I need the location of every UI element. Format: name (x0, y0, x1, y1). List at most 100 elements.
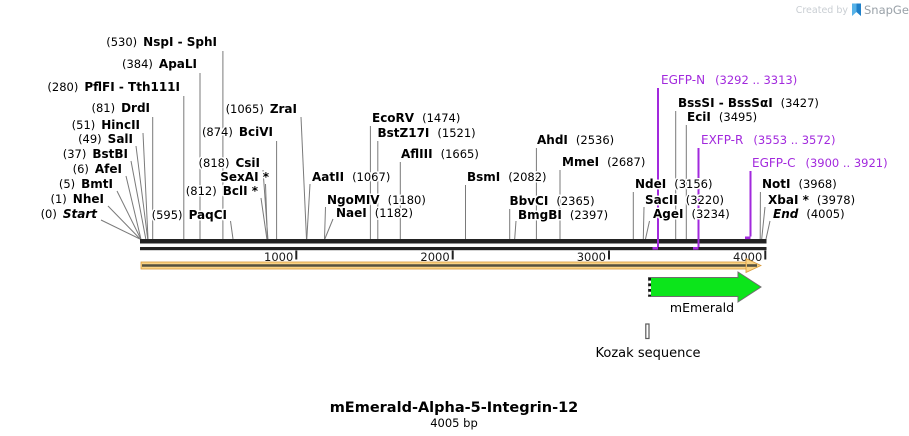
site-position: (3968) (799, 177, 837, 191)
enzyme-site-label[interactable]: (0)Start (39, 206, 100, 223)
site-name: BmgBI (518, 208, 562, 222)
enzyme-site-label[interactable]: XbaI *(3978) (767, 192, 857, 209)
site-position: (818) (199, 156, 230, 170)
enzyme-site-label[interactable]: (384)ApaLI (120, 56, 198, 73)
site-position: (595) (152, 208, 183, 222)
enzyme-site-label[interactable]: BstZ17I(1521) (376, 125, 477, 142)
site-name: ZraI (270, 102, 297, 116)
kozak-label[interactable]: Kozak sequence (596, 346, 701, 361)
enzyme-leader-line (130, 160, 147, 240)
feature-label-mEmerald[interactable]: mEmerald (670, 300, 734, 315)
site-position: (1182) (375, 206, 413, 220)
primer-label[interactable]: EGFP-C(3900 .. 3921) (751, 155, 890, 172)
enzyme-site-label[interactable]: SexAI * (219, 169, 271, 186)
enzyme-site-label[interactable]: (595)PaqCI (150, 207, 228, 224)
enzyme-site-label[interactable]: (812)BclI * (184, 183, 260, 200)
watermark-created-by: Created by (796, 5, 849, 16)
enzyme-site-label[interactable]: NgoMIV(1180) (326, 192, 428, 209)
enzyme-site-label[interactable]: AhdI(2536) (536, 132, 616, 149)
site-name: EcoRV (372, 111, 415, 125)
primer-label[interactable]: EGFP-N(3292 .. 3313) (660, 72, 799, 89)
enzyme-site-label[interactable]: SacII(3220) (644, 192, 726, 209)
site-position: (1) (51, 192, 67, 206)
ruler-tick-label: 4000 (733, 250, 762, 264)
site-name: NotI (762, 177, 791, 191)
enzyme-site-label[interactable]: (5)BmtI (57, 176, 114, 193)
sequence-bar[interactable] (140, 239, 767, 251)
gene-feature-arrow-mEmerald[interactable] (648, 271, 762, 303)
primer-lines (652, 88, 752, 250)
enzyme-site-label[interactable]: (280)PflFI - Tth111I (46, 79, 182, 96)
enzyme-site-label[interactable]: (49)SalI (77, 131, 135, 148)
site-position: (1067) (352, 170, 390, 184)
site-position: (530) (106, 35, 137, 49)
site-name: SexAI * (220, 170, 269, 184)
site-name: NaeI (336, 206, 367, 220)
enzyme-site-label[interactable]: AflIII(1665) (400, 146, 481, 163)
site-name: BbvCI (510, 194, 549, 208)
site-name: End (773, 207, 799, 221)
enzyme-leader-line (262, 169, 269, 240)
site-position: (384) (122, 57, 153, 71)
site-name: AatII (312, 170, 344, 184)
primer-label[interactable]: EXFP-R(3553 .. 3572) (700, 132, 838, 149)
enzyme-leader-line (514, 220, 517, 240)
site-name: BciVI (239, 125, 273, 139)
site-position: (1065) (226, 102, 264, 116)
site-name: NspI - SphI (143, 35, 217, 49)
enzyme-site-label[interactable]: (51)HincII (70, 117, 141, 134)
enzyme-site-label[interactable]: EcoRV(1474) (371, 110, 462, 127)
enzyme-site-label[interactable]: (37) BstBI (61, 146, 129, 163)
primer-range: (3553 .. 3572) (753, 133, 835, 147)
enzyme-site-label[interactable]: EciI(3495) (686, 109, 759, 126)
enzyme-site-label[interactable]: (874)BciVI (200, 124, 274, 141)
site-position: (81) (91, 101, 115, 115)
site-name: BssSI - BssSαI (678, 96, 773, 110)
enzyme-site-label[interactable]: MmeI(2687) (561, 154, 647, 171)
enzyme-site-label[interactable]: (1065) ZraI (224, 101, 298, 118)
kozak-marker[interactable] (645, 323, 650, 340)
snapgene-logo-icon (852, 3, 861, 16)
site-position: (1521) (437, 126, 475, 140)
mEmerald-truncation-edge-bg (648, 277, 651, 297)
site-name: NdeI (635, 177, 666, 191)
enzyme-site-label[interactable]: NaeI (1182) (335, 205, 415, 222)
enzyme-site-label[interactable]: BmgBI(2397) (517, 207, 610, 224)
site-position: (0) (41, 207, 57, 221)
enzyme-site-label[interactable]: (818) CsiI (197, 155, 261, 172)
enzyme-site-label[interactable]: BssSI - BssSαI(3427) (677, 95, 821, 112)
site-position: (5) (59, 177, 75, 191)
enzyme-site-label[interactable]: (6) AfeI (71, 161, 123, 178)
enzyme-site-label[interactable]: BbvCI(2365) (508, 193, 596, 210)
enzyme-site-label[interactable]: AatII (1067) (311, 169, 392, 186)
enzyme-site-label[interactable]: (81)DrdI (90, 100, 152, 117)
site-position: (1180) (388, 193, 426, 207)
ruler-tick-label: 3000 (577, 250, 606, 264)
enzyme-leader-line (230, 220, 234, 240)
site-name: BstBI (92, 147, 128, 161)
site-position: (2082) (508, 170, 546, 184)
site-position: (280) (47, 80, 78, 94)
enzyme-site-label[interactable]: NdeI(3156) (634, 176, 715, 193)
enzyme-site-label[interactable]: End(4005) (772, 206, 847, 223)
site-name: AgeI (653, 207, 683, 221)
orf-arrow[interactable] (140, 257, 762, 274)
enzyme-leader-line (645, 220, 650, 240)
enzyme-leader-line (324, 218, 334, 240)
site-position: (2687) (607, 155, 645, 169)
primer-direction-foot (693, 247, 699, 250)
site-position: (6) (73, 162, 89, 176)
enzyme-site-label[interactable]: (1)NheI (49, 191, 106, 208)
enzyme-site-label[interactable]: AgeI (3234) (652, 206, 732, 223)
site-position: (3234) (691, 207, 729, 221)
primer-direction-foot (745, 236, 751, 240)
enzyme-site-label[interactable]: BsmI(2082) (466, 169, 549, 186)
enzyme-leader-line (100, 219, 141, 240)
site-position: (37) (63, 147, 87, 161)
site-name: AfeI (95, 162, 122, 176)
enzyme-site-label[interactable]: NotI (3968) (761, 176, 839, 193)
site-name: CsiI (235, 156, 260, 170)
enzyme-site-label[interactable]: (530) NspI - SphI (105, 34, 219, 51)
